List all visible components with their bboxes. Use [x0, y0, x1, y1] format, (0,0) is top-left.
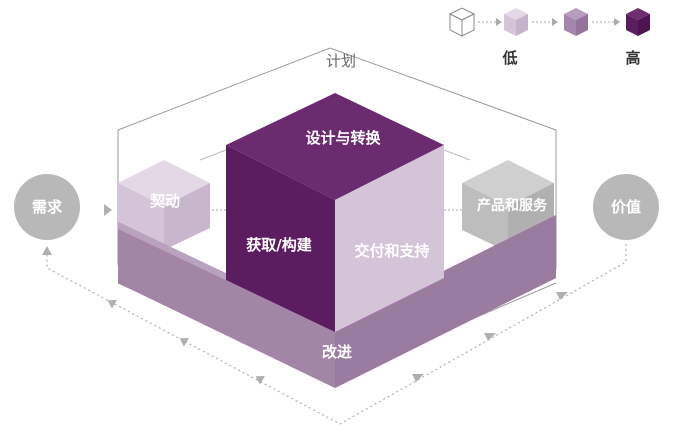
demand-label: 需求: [32, 198, 63, 216]
main-cube: 设计与转换 获取/构建 交付和支持: [226, 93, 444, 332]
value-node: 价值: [593, 174, 659, 240]
loop-arrow-5: [179, 337, 189, 347]
legend-cube-light: [504, 8, 528, 36]
obtain-build-label: 获取/构建: [246, 236, 312, 254]
design-transition-label: 设计与转换: [305, 129, 381, 147]
legend-arrowhead-2: [552, 18, 558, 26]
legend-cube-white: [448, 7, 476, 37]
loop-arrow-3: [412, 374, 424, 382]
deliver-support-face: [335, 145, 444, 332]
engage-label: 契动: [149, 192, 180, 210]
loop-arrow-1: [556, 292, 568, 300]
demand-node: 需求: [14, 174, 80, 240]
value-label: 价值: [611, 198, 641, 216]
loop-arrow-2: [484, 333, 496, 341]
demand-arrow: [104, 204, 112, 216]
plan-label: 计划: [326, 52, 356, 70]
legend-high-label: 高: [625, 49, 640, 67]
loop-arrow-6: [107, 299, 117, 309]
legend-arrowhead-1: [496, 18, 502, 26]
feedback-loop: [42, 244, 627, 425]
maturity-legend: 低 高: [448, 7, 650, 67]
loop-arrow-4: [255, 375, 265, 385]
legend-low-label: 低: [501, 49, 517, 67]
improve-label: 改进: [322, 343, 352, 361]
legend-cube-dark: [626, 8, 650, 36]
legend-cube-mid: [564, 8, 588, 36]
obtain-build-face: [226, 145, 335, 332]
engage-cube: 契动: [118, 160, 210, 250]
legend-arrowhead-3: [614, 18, 620, 26]
products-services-cube: 产品和服务: [462, 160, 554, 252]
products-services-label: 产品和服务: [477, 197, 548, 214]
loop-arrowhead-up: [42, 246, 52, 255]
deliver-support-label: 交付和支持: [354, 242, 429, 260]
design-transition-face: [226, 93, 444, 200]
